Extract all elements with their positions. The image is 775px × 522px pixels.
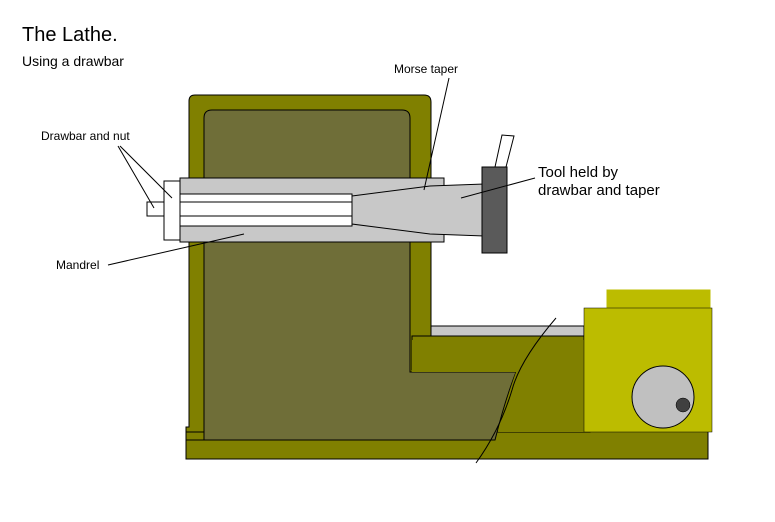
bed-right-olive	[412, 340, 584, 432]
leader-nut	[119, 145, 173, 199]
leader-tool	[460, 177, 536, 199]
label-tool-line2: drawbar and taper	[538, 182, 660, 199]
tool-bit	[494, 134, 515, 168]
leader-morse	[423, 77, 450, 191]
diagram-title: The Lathe.	[22, 24, 118, 46]
leader-mandrel	[107, 233, 245, 266]
headstock-inner	[203, 109, 517, 441]
drawbar-nut	[163, 180, 181, 241]
handwheel-knob	[675, 397, 691, 413]
label-drawbar-nut: Drawbar and nut	[41, 129, 130, 143]
handwheel-dial	[631, 365, 695, 429]
label-morse-taper: Morse taper	[394, 62, 459, 76]
diagram-subtitle: Using a drawbar	[22, 53, 124, 69]
label-tool: Tool held by drawbar and taper	[538, 164, 660, 200]
label-tool-line1: Tool held by	[538, 164, 619, 181]
label-mandrel: Mandrel	[56, 258, 100, 272]
bed-ways	[430, 325, 585, 337]
tool-block	[481, 166, 508, 254]
break-line	[475, 317, 557, 464]
leader-drawbar	[117, 145, 155, 209]
